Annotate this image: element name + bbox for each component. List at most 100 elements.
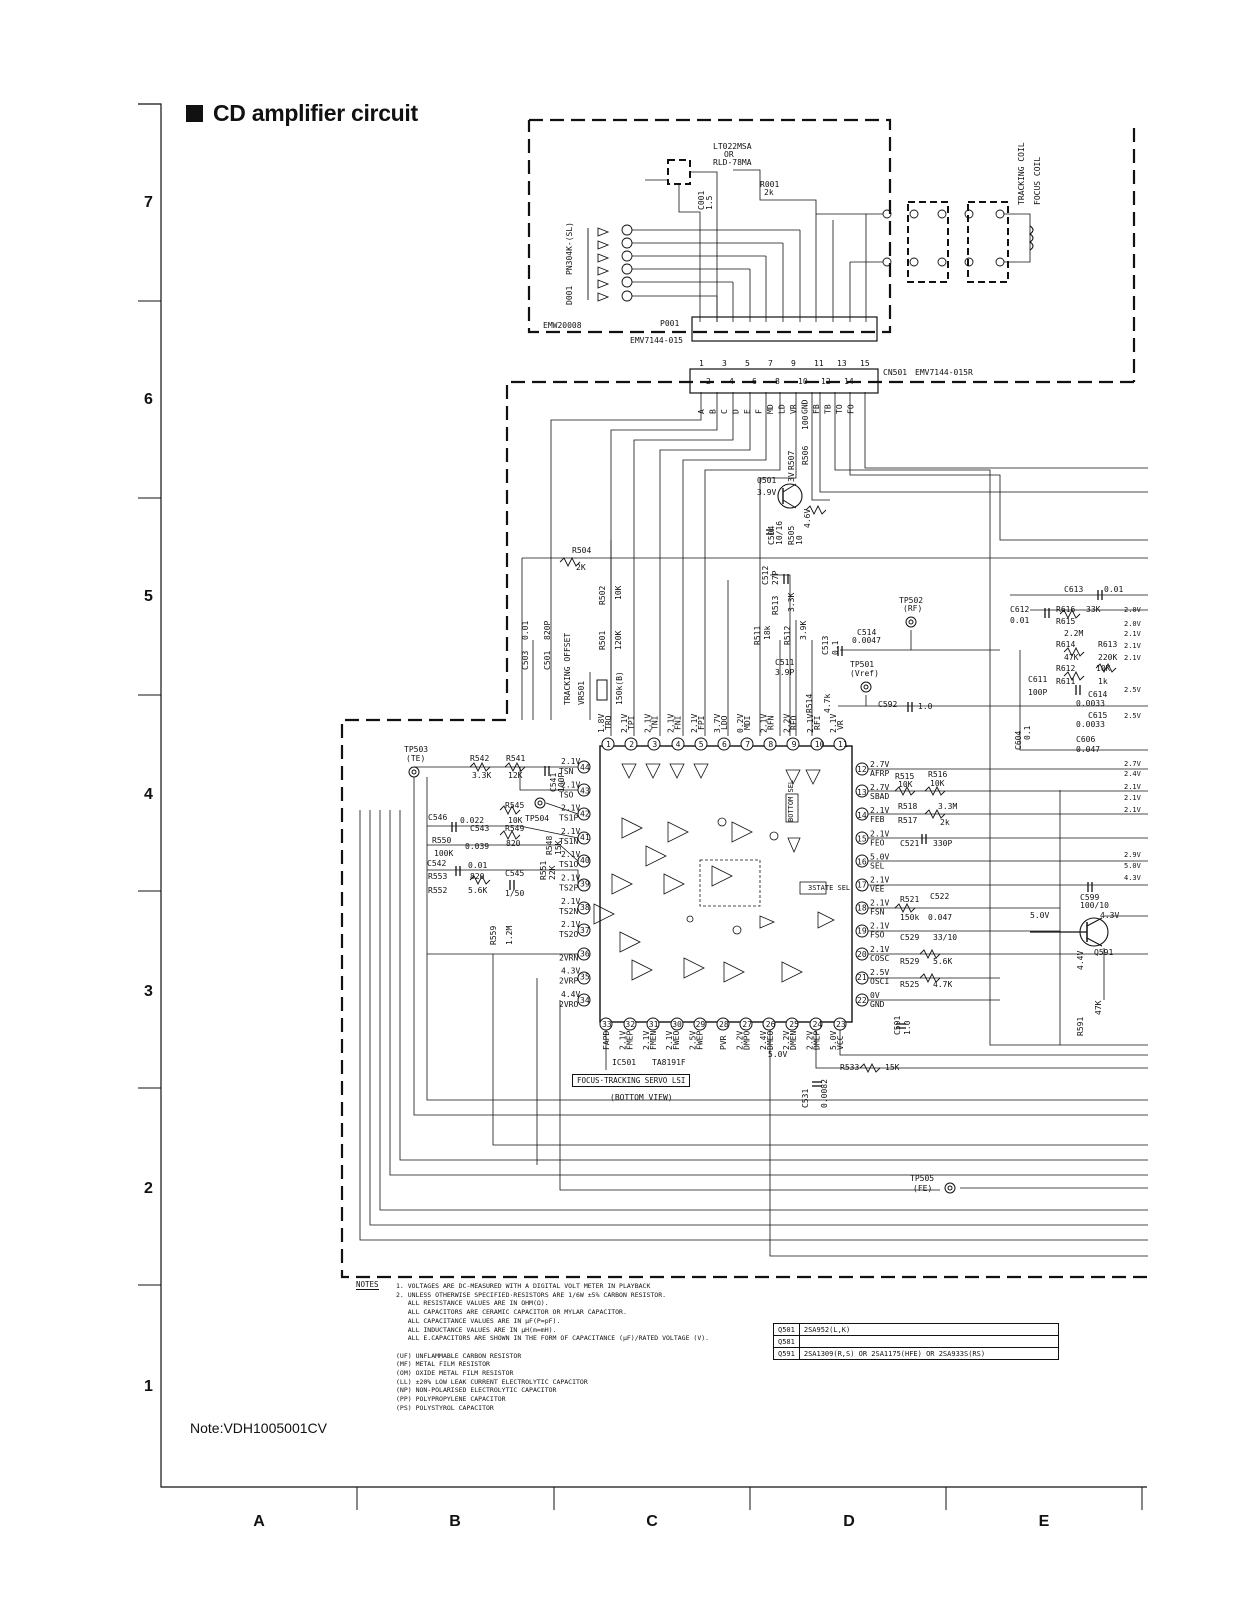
r550-label: R550: [432, 836, 451, 845]
c543-value: 0.039: [465, 842, 489, 851]
r551-label: R551: [539, 861, 548, 880]
ic-pin-3-number: 3: [652, 740, 657, 749]
ic-pin-20-name: COSC: [870, 954, 889, 963]
ic-pin-24-voltage: 2.2V: [806, 1031, 815, 1050]
ic-pin-29-number: 29: [696, 1020, 706, 1029]
document-note: Note:VDH1005001CV: [190, 1420, 327, 1436]
note-line: (OM) OXIDE METAL FILM RESISTOR: [396, 1369, 514, 1378]
page-title: CD amplifier circuit: [186, 100, 418, 127]
transistor-ref: Q581: [773, 1335, 800, 1348]
c612-label: C612: [1010, 605, 1029, 614]
r550-value: 100K: [434, 849, 453, 858]
c613-label: C613: [1064, 585, 1083, 594]
ic-pin-20-voltage: 2.1V: [870, 945, 889, 954]
cn501-signal-13: FO: [847, 404, 856, 414]
r511-value: 18k: [763, 625, 772, 640]
ic-pin-31-name: FMEN: [649, 1031, 658, 1050]
ic-pin-13-voltage: 2.7V: [870, 783, 889, 792]
cn501-pin-bottom-6: 6: [752, 377, 757, 386]
right-voltage-12: 2.9V: [1124, 851, 1142, 859]
r591-label: R591: [1076, 1017, 1085, 1036]
r545-value: 10K: [508, 816, 523, 825]
r512-value: 3.9K: [799, 621, 808, 640]
cn501-label: CN501: [883, 368, 907, 377]
c591-value: 1.0: [903, 1020, 912, 1035]
ic-pin-7-name: MDI: [743, 715, 752, 730]
r514-value: 4.7k: [823, 694, 832, 713]
r552-label: R552: [428, 886, 447, 895]
right-voltage-10: 2.1V: [1124, 794, 1142, 802]
c503-label: C503: [521, 651, 530, 670]
ic-pin-25-number: 25: [789, 1020, 799, 1029]
cn501-signal-8: VR: [789, 404, 798, 414]
ic-pin-17-number: 17: [857, 881, 867, 890]
ic-pin-27-voltage: 2.2V: [735, 1031, 744, 1050]
r512-label: R512: [783, 626, 792, 645]
c546-value: 0.022: [460, 816, 484, 825]
col-label-e: E: [1038, 1513, 1050, 1530]
d001-label: D001: [565, 286, 574, 305]
ic-pin-24-number: 24: [813, 1020, 823, 1029]
right-voltage-1: 2.0V: [1124, 620, 1142, 628]
ic-pin-16-name: SEL: [870, 861, 885, 870]
ic-pin-19-number: 19: [857, 927, 867, 936]
r529-label: R529: [900, 957, 919, 966]
ic-pin-12-number: 12: [857, 765, 867, 774]
r511-label: R511: [753, 626, 762, 645]
ic-pin-1-number: 1: [606, 740, 611, 749]
ic-pin-43-voltage: 2.1V: [561, 780, 580, 789]
c611-value: 100P: [1028, 688, 1047, 697]
c543-label: C543: [470, 824, 489, 833]
ic-pin-30-voltage: 2.1V: [665, 1031, 674, 1050]
laser-or-label: OR: [724, 150, 734, 159]
cn501-signal-5: F: [755, 409, 764, 414]
r001-label: R001: [760, 180, 779, 189]
tp503-label: TP503: [404, 745, 428, 754]
ic-pin-32-name: FMEP: [625, 1031, 634, 1050]
col-label-a: A: [253, 1513, 265, 1530]
ic-pin-12-name: AFRP: [870, 769, 889, 778]
ic-pin-16-number: 16: [857, 857, 867, 866]
c001-label: C001: [697, 191, 706, 210]
ic-pin-30-name: FWEO: [672, 1031, 681, 1050]
ic-pin-35-voltage: 4.3V: [561, 967, 580, 976]
ic-bottom-pin-labels: 33FAPD32FMEP2.1V31FMEN2.1V30FWEO2.1V29FW…: [602, 1020, 846, 1050]
ic-pin-41-number: 41: [580, 833, 590, 842]
row-label-3: 3: [144, 983, 153, 1000]
cn501-signal-0: A: [697, 409, 706, 414]
ic-pin-22-name: GND: [870, 1000, 885, 1009]
ic-pin-30-number: 30: [672, 1020, 682, 1029]
ic-pin-35-name: 2VRP: [559, 977, 578, 986]
ic-pin-41-voltage: 2.1V: [561, 827, 580, 836]
cn501-signal-10: FB: [812, 404, 821, 414]
ic-pin-9-voltage: 2.2V: [783, 714, 792, 733]
ic-pin-16-voltage: 5.0V: [870, 852, 889, 861]
c604-value: 0.1: [1023, 725, 1032, 740]
r501-label: R501: [598, 631, 607, 650]
ic-pin-44-voltage: 2.1V: [561, 757, 580, 766]
right-edge-voltages: 2.0V2.0V2.1V2.1V2.1V2.5V2.5V2.7V2.4V2.1V…: [1124, 606, 1142, 882]
transistor-part: 2SA1309(R,S) OR 2SA1175(HFE) OR 2SA933S(…: [798, 1347, 1059, 1360]
r517-value: 2k: [940, 818, 950, 827]
c522-label: C522: [930, 892, 949, 901]
r504-value: 2K: [576, 563, 586, 572]
r502-value: 10K: [614, 585, 623, 600]
p001-label: P001: [660, 319, 679, 328]
ic-pin-44-name: TSN: [559, 767, 574, 776]
c599-value: 100/10: [1080, 901, 1109, 910]
c611-label: C611: [1028, 675, 1047, 684]
ic-pin-15-name: FEO: [870, 838, 885, 847]
ic-pin-42-name: TS1P: [559, 814, 578, 823]
ic-pin-34-number: 34: [580, 996, 590, 1005]
ic-pin-27-name: DMPO: [742, 1031, 751, 1050]
r611-value: 1k: [1098, 677, 1108, 686]
cn501-pin-bottom-14: 14: [844, 377, 854, 386]
ic-pin-41-name: TS1N: [559, 837, 578, 846]
note-line: (PP) POLYPROPYLENE CAPACITOR: [396, 1395, 506, 1404]
c531-value: 0.0082: [820, 1079, 829, 1108]
ic-pin-9-name: RFO: [790, 715, 799, 730]
r525-label: R525: [900, 980, 919, 989]
ic-pin-1-name: TRO: [604, 715, 613, 730]
